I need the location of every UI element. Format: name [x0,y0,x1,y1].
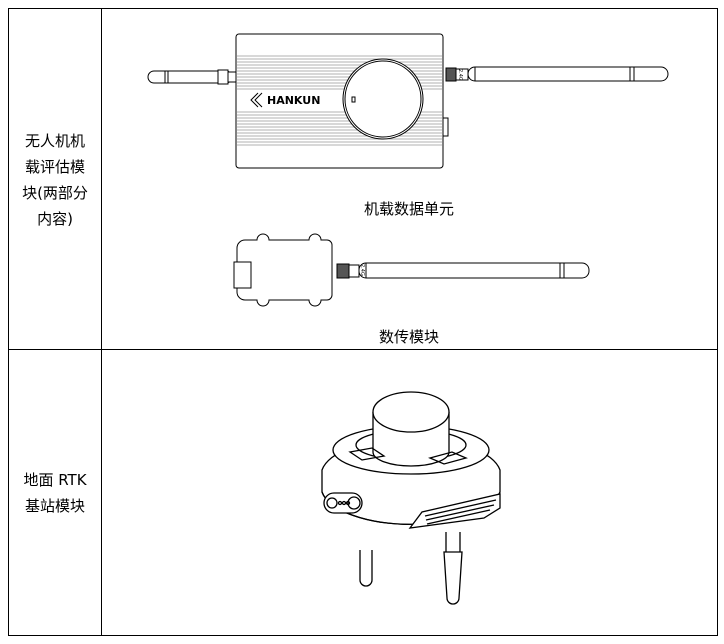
label-line: 内容) [37,210,73,228]
rtk-base-station-image [321,391,501,605]
data-transmission-module-image [233,233,590,307]
label-line: 无人机机 [24,132,85,150]
label-line: 载评估模 [24,158,85,176]
left-antenna-icon [147,69,237,85]
caption-data-transmission-module: 数传模块 [378,328,439,346]
label-line: 基站模块 [24,497,85,515]
brand-logo: HANKUN [267,94,320,107]
row-label-airborne-module: 无人机机 载评估模 块(两部分 内容) [9,128,101,232]
right-antenna-icon [445,66,669,82]
dial-icon [342,58,424,140]
caption-airborne-data-unit: 机载数据单元 [363,200,454,218]
table-border-right [717,8,718,636]
table-border-bottom [8,635,718,636]
table-border-left [8,8,9,636]
label-line: 块(两部分 [22,184,88,202]
column-divider [101,8,102,636]
antenna-marking-airborne: 2.4G [457,69,463,81]
antenna-marking-transmission: 2.4G [359,264,365,276]
label-line: 地面 RTK [23,471,87,489]
row-divider [8,349,718,350]
row-label-rtk-base: 地面 RTK 基站模块 [9,467,101,519]
chevron-logo-icon [250,92,263,108]
table-border-top [8,8,718,9]
